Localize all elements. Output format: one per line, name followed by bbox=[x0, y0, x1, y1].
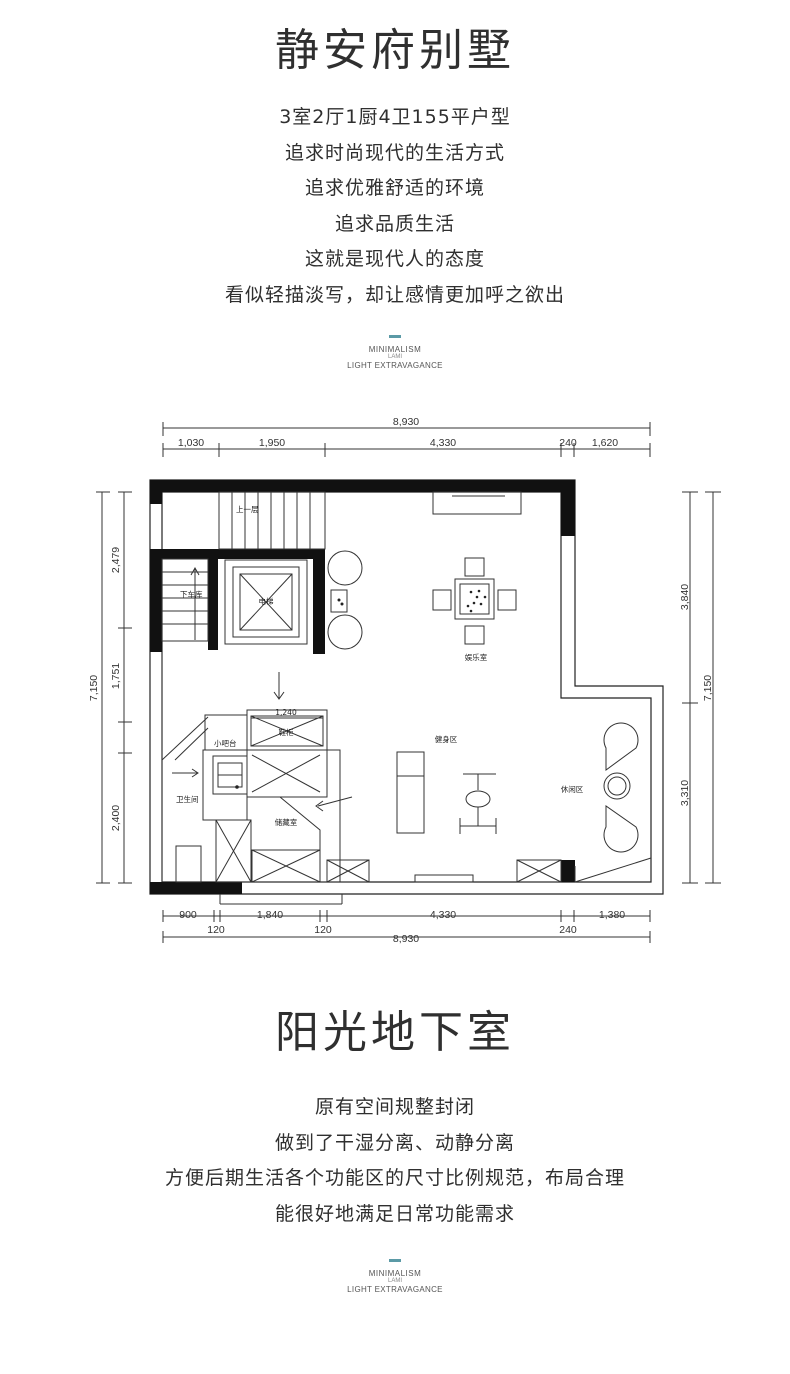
dim-bottom-total: 8,930 bbox=[393, 933, 419, 945]
dim-top: 1,030 bbox=[178, 437, 204, 449]
dim-right-total: 7,150 bbox=[702, 675, 714, 701]
dim-left: 1,751 bbox=[110, 663, 122, 689]
section2-line: 能很好地满足日常功能需求 bbox=[274, 1202, 515, 1225]
dim-right: 3,840 bbox=[679, 584, 691, 610]
room-label-garage: 下车库 bbox=[180, 589, 203, 599]
tagline-line: MINIMALISM bbox=[368, 1269, 422, 1278]
dim-top: 240 bbox=[559, 437, 577, 449]
intro-line: 这就是现代人的态度 bbox=[304, 248, 485, 270]
accent-bar bbox=[389, 1259, 401, 1262]
section2-line: 原有空间规整封闭 bbox=[314, 1096, 475, 1118]
intro-line: 看似轻描淡写，却让感情更加呼之欲出 bbox=[224, 283, 565, 306]
page-title: 静安府别墅 bbox=[275, 25, 515, 76]
dim-inner: 1,240 bbox=[275, 708, 297, 717]
floor-plan: 8,930 1,030 1,950 4,330 240 1,620 900 1,… bbox=[88, 416, 721, 945]
dim-bottom-small: 240 bbox=[559, 924, 577, 936]
dim-bottom-small: 120 bbox=[207, 924, 225, 936]
room-label-entertainment: 娱乐室 bbox=[465, 652, 488, 662]
dim-bottom: 900 bbox=[179, 909, 197, 921]
tagline-line: LIGHT EXTRAVAGANCE bbox=[347, 1285, 443, 1295]
intro-line: 追求时尚现代的生活方式 bbox=[284, 141, 505, 164]
tagline-line: LAMI bbox=[387, 1278, 402, 1285]
intro-line: 3室2厅1厨4卫155平户型 bbox=[279, 106, 511, 128]
dim-top-total: 8,930 bbox=[393, 416, 419, 428]
section-title: 阳光地下室 bbox=[275, 1007, 515, 1058]
tagline: MINIMALISM LAMI LIGHT EXTRAVAGANCE bbox=[0, 345, 790, 370]
section2-line: 做到了干湿分离、动静分离 bbox=[274, 1131, 515, 1154]
room-label-bar: 小吧台 bbox=[214, 738, 237, 748]
dim-top: 1,620 bbox=[592, 437, 618, 449]
dim-top: 4,330 bbox=[430, 437, 456, 449]
tagline-line: LAMI bbox=[387, 354, 402, 361]
section2-line: 方便后期生活各个功能区的尺寸比例规范，布局合理 bbox=[164, 1167, 625, 1189]
dim-left: 2,400 bbox=[110, 805, 122, 831]
intro-line: 追求优雅舒适的环境 bbox=[304, 177, 485, 199]
dim-bottom: 1,840 bbox=[257, 909, 283, 921]
room-label-bathroom: 卫生间 bbox=[176, 794, 199, 804]
dim-left: 2,479 bbox=[110, 547, 122, 573]
dim-bottom-small: 120 bbox=[314, 924, 332, 936]
tagline-line: MINIMALISM bbox=[368, 345, 422, 354]
accent-bar bbox=[389, 335, 401, 338]
intro-line: 追求品质生活 bbox=[334, 212, 455, 235]
dim-top: 1,950 bbox=[259, 437, 285, 449]
dim-left-total: 7,150 bbox=[88, 675, 100, 701]
dim-bottom: 4,330 bbox=[430, 909, 456, 921]
section2-text: 原有空间规整封闭 做到了干湿分离、动静分离 方便后期生活各个功能区的尺寸比例规范… bbox=[0, 1090, 790, 1232]
room-label-shoe: 鞋柜 bbox=[279, 727, 294, 737]
tagline: MINIMALISM LAMI LIGHT EXTRAVAGANCE bbox=[0, 1269, 790, 1294]
dim-right: 3,310 bbox=[679, 780, 691, 806]
room-label-upstairs: 上一层 bbox=[236, 505, 259, 514]
room-label-gym: 健身区 bbox=[435, 734, 458, 744]
room-label-lounge: 休闲区 bbox=[561, 784, 584, 794]
intro-text: 3室2厅1厨4卫155平户型 追求时尚现代的生活方式 追求优雅舒适的环境 追求品… bbox=[0, 100, 790, 313]
room-label-elevator: 电梯 bbox=[259, 596, 274, 606]
tagline-line: LIGHT EXTRAVAGANCE bbox=[347, 361, 443, 371]
room-label-storage: 储藏室 bbox=[275, 817, 298, 827]
dim-bottom: 1,380 bbox=[599, 909, 625, 921]
